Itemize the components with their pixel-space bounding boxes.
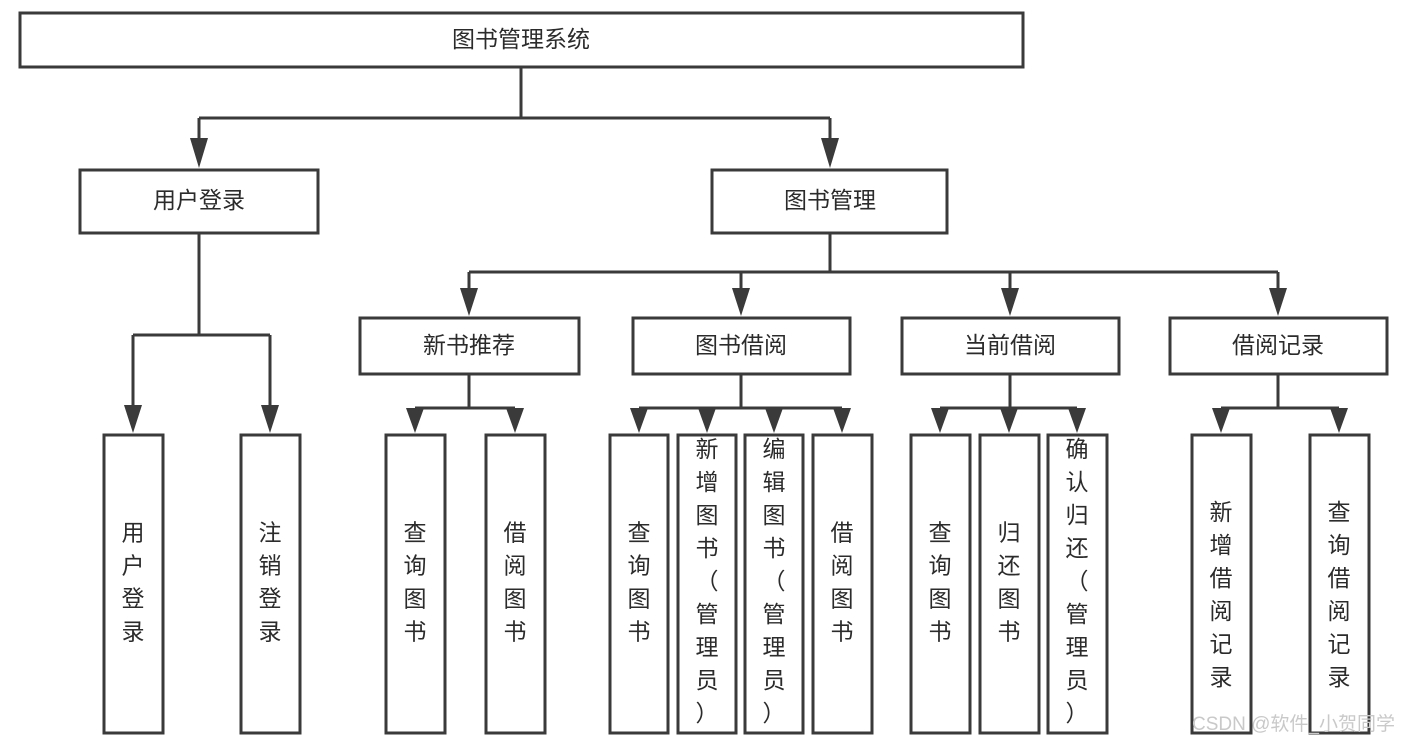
- arrow-head-new-book-recommend: [460, 288, 478, 316]
- node-leaf-query-book-3-rect[interactable]: [909, 433, 972, 735]
- node-leaf-edit-book-label: 编辑图书（管理员）: [763, 436, 786, 726]
- node-user-login-rect[interactable]: [78, 168, 320, 235]
- node-current-borrow-label: 当前借阅: [964, 332, 1056, 358]
- node-leaf-confirm-return-label: 确认归还（管理员）: [1066, 436, 1089, 726]
- arrow-head-leaf-edit-book: [765, 408, 783, 433]
- arrow-head-leaf-add-record: [1212, 408, 1230, 433]
- node-book-borrow-rect[interactable]: [631, 316, 852, 376]
- node-leaf-query-record-label: 查询借阅记录: [1328, 499, 1351, 690]
- arrow-head-leaf-query-book-3: [931, 408, 949, 433]
- node-leaf-query-book-2-rect[interactable]: [608, 433, 670, 735]
- node-leaf-edit-book[interactable]: 编辑图书（管理员）: [743, 433, 805, 735]
- node-leaf-logout[interactable]: 注销登录: [239, 433, 302, 735]
- connector-group-book-manage: [460, 233, 1287, 316]
- connector-group-new-book-recommend: [406, 374, 524, 433]
- node-leaf-query-book-1-label: 查询图书: [404, 520, 427, 645]
- node-book-manage-rect[interactable]: [710, 168, 949, 235]
- node-leaf-query-book-3-label: 查询图书: [929, 520, 952, 645]
- node-user-login-label: 用户登录: [153, 187, 245, 213]
- node-leaf-query-book-2-label: 查询图书: [628, 520, 651, 645]
- node-leaf-edit-book-rect[interactable]: [743, 433, 805, 735]
- node-book-manage-label: 图书管理: [784, 187, 876, 213]
- node-root-label: 图书管理系统: [452, 26, 590, 52]
- node-borrow-record-rect[interactable]: [1168, 316, 1389, 376]
- node-borrow-record[interactable]: 借阅记录: [1168, 316, 1389, 376]
- arrow-head-current-borrow: [1001, 288, 1019, 316]
- arrow-head-leaf-query-book-2: [630, 408, 648, 433]
- node-leaf-borrow-book-2-rect[interactable]: [811, 433, 874, 735]
- arrow-head-user-login: [190, 138, 208, 168]
- arrow-head-leaf-confirm-return: [1068, 408, 1086, 433]
- node-leaf-query-book-1[interactable]: 查询图书: [384, 433, 447, 735]
- arrow-head-leaf-add-book: [698, 408, 716, 433]
- node-leaf-query-book-3[interactable]: 查询图书: [909, 433, 972, 735]
- connector-group-borrow-record: [1212, 374, 1348, 433]
- node-current-borrow-rect[interactable]: [900, 316, 1121, 376]
- node-leaf-query-book-1-rect[interactable]: [384, 433, 447, 735]
- node-leaf-borrow-book-1-rect[interactable]: [484, 433, 547, 735]
- node-book-borrow-label: 图书借阅: [695, 332, 787, 358]
- node-borrow-record-label: 借阅记录: [1232, 332, 1324, 358]
- node-leaf-return-book-label: 归还图书: [998, 520, 1021, 645]
- connector-group-root: [190, 67, 839, 168]
- node-leaf-user-login-rect[interactable]: [102, 433, 165, 735]
- node-leaf-logout-rect[interactable]: [239, 433, 302, 735]
- node-root-rect[interactable]: [18, 11, 1025, 69]
- node-leaf-query-record-rect[interactable]: [1308, 433, 1371, 735]
- node-user-login[interactable]: 用户登录: [78, 168, 320, 235]
- node-root[interactable]: 图书管理系统: [18, 11, 1025, 69]
- node-leaf-add-record-label: 新增借阅记录: [1210, 499, 1233, 690]
- arrow-head-leaf-query-book-1: [406, 408, 424, 433]
- node-leaf-borrow-book-1[interactable]: 借阅图书: [484, 433, 547, 735]
- connector-group-current-borrow: [931, 374, 1086, 433]
- node-leaf-add-book[interactable]: 新增图书（管理员）: [676, 433, 738, 735]
- node-leaf-confirm-return-rect[interactable]: [1046, 433, 1109, 735]
- node-leaf-add-record-rect[interactable]: [1190, 433, 1253, 735]
- arrow-head-leaf-borrow-book-2: [833, 408, 851, 433]
- node-new-book-recommend[interactable]: 新书推荐: [358, 316, 581, 376]
- node-leaf-add-record[interactable]: 新增借阅记录: [1190, 433, 1253, 735]
- node-leaf-user-login-label: 用户登录: [122, 520, 145, 645]
- node-book-borrow[interactable]: 图书借阅: [631, 316, 852, 376]
- node-leaf-return-book-rect[interactable]: [978, 433, 1041, 735]
- connector-group-user-login: [124, 233, 279, 433]
- node-leaf-query-book-2[interactable]: 查询图书: [608, 433, 670, 735]
- node-new-book-recommend-rect[interactable]: [358, 316, 581, 376]
- csdn-watermark: CSDN @软件_小贺同学: [1192, 713, 1395, 735]
- arrow-head-leaf-query-record: [1330, 408, 1348, 433]
- node-leaf-add-book-rect[interactable]: [676, 433, 738, 735]
- arrow-head-book-manage: [821, 138, 839, 168]
- node-leaf-borrow-book-2[interactable]: 借阅图书: [811, 433, 874, 735]
- node-book-manage[interactable]: 图书管理: [710, 168, 949, 235]
- arrow-head-leaf-logout: [261, 405, 279, 433]
- connector-group-book-borrow: [630, 374, 851, 433]
- node-leaf-borrow-book-2-label: 借阅图书: [831, 520, 854, 645]
- node-current-borrow[interactable]: 当前借阅: [900, 316, 1121, 376]
- node-leaf-borrow-book-1-label: 借阅图书: [504, 520, 527, 645]
- arrow-head-leaf-user-login: [124, 405, 142, 433]
- arrow-head-leaf-return-book: [1000, 408, 1018, 433]
- arrow-head-leaf-borrow-book-1: [506, 408, 524, 433]
- node-leaf-return-book[interactable]: 归还图书: [978, 433, 1041, 735]
- node-leaf-logout-label: 注销登录: [259, 520, 282, 645]
- node-leaf-query-record[interactable]: 查询借阅记录: [1308, 433, 1371, 735]
- arrow-head-borrow-record: [1269, 288, 1287, 316]
- arrow-head-book-borrow: [732, 288, 750, 316]
- node-leaf-user-login[interactable]: 用户登录: [102, 433, 165, 735]
- node-leaf-add-book-label: 新增图书（管理员）: [696, 436, 719, 726]
- node-new-book-recommend-label: 新书推荐: [423, 332, 515, 358]
- node-leaf-confirm-return[interactable]: 确认归还（管理员）: [1046, 433, 1109, 735]
